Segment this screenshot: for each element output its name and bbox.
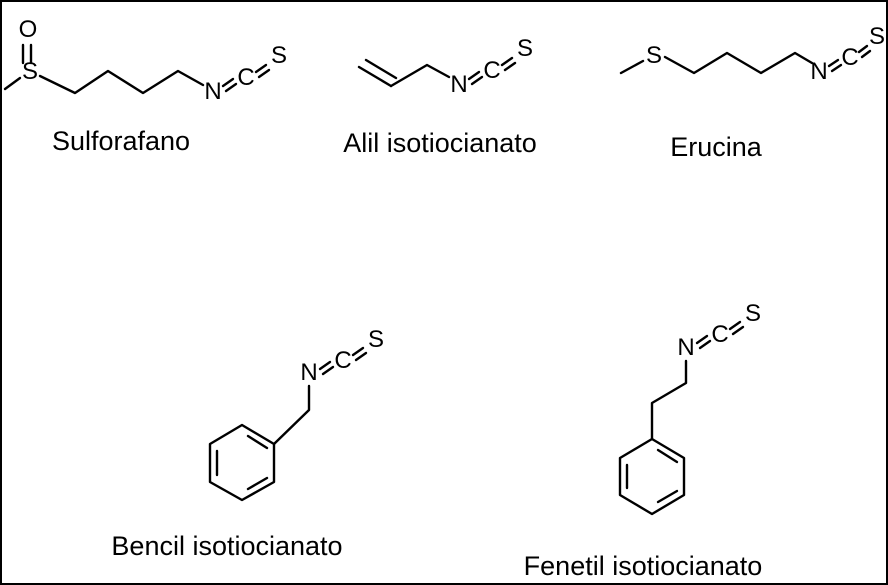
- bond-nc-1: [221, 77, 235, 88]
- bond-cs-2: [503, 61, 517, 72]
- bond-nc-1: [318, 360, 332, 371]
- bond-chain: [38, 69, 205, 95]
- atom-sulfur: S: [646, 42, 662, 69]
- bond-allyl-chain: [389, 63, 451, 88]
- bond-cs-1: [500, 56, 514, 67]
- atom-thio-sulfur: S: [517, 35, 533, 62]
- structure-sulforafano: O S N C S: [3, 16, 287, 105]
- atom-nitrogen: N: [204, 78, 221, 105]
- bond-chain: [663, 51, 814, 75]
- atom-oxygen: O: [19, 16, 38, 43]
- atom-thio-sulfur: S: [869, 23, 885, 50]
- bond-nc-1: [695, 334, 709, 345]
- bond-cs-1: [351, 346, 365, 357]
- bond-cs-1: [728, 320, 742, 331]
- bond-cs-2: [257, 68, 271, 79]
- bond-vinyl-1: [357, 65, 393, 88]
- atom-nitrogen: N: [810, 58, 827, 85]
- bond-cs-2: [860, 49, 872, 59]
- bond-cs-1: [857, 44, 869, 54]
- structure-alil-isotiocianato: N C S: [357, 35, 533, 98]
- atom-nitrogen: N: [300, 359, 317, 386]
- atom-sulfur: S: [22, 58, 38, 85]
- benzene-ring: [208, 423, 276, 502]
- bond-vinyl-2: [364, 58, 398, 80]
- atom-thio-sulfur: S: [368, 326, 384, 353]
- label-alil-isotiocianato: Alil isotiocianato: [343, 128, 537, 158]
- atom-nitrogen: N: [450, 71, 467, 98]
- bond-nc-1: [827, 58, 840, 68]
- atom-thio-sulfur: S: [271, 42, 287, 69]
- structure-bencil-isotiocianato: N C S: [208, 326, 384, 502]
- label-sulforafano: Sulforafano: [52, 126, 190, 156]
- bond-cs-2: [354, 351, 368, 362]
- bond-nc-2: [470, 75, 484, 86]
- bond-nc-2: [830, 63, 843, 73]
- atom-carbon: C: [483, 57, 500, 84]
- atom-carbon: C: [711, 321, 728, 348]
- label-fenetil-isotiocianato: Fenetil isotiocianato: [524, 551, 763, 581]
- bond-nc-2: [698, 339, 712, 350]
- atom-thio-sulfur: S: [745, 300, 761, 327]
- structure-fenetil-isotiocianato: N C S: [618, 300, 761, 516]
- atom-carbon: C: [237, 64, 254, 91]
- bond-nc-2: [224, 82, 238, 93]
- benzene-ring: [618, 437, 686, 516]
- bond-ethyl-chain: [650, 359, 688, 441]
- bond-methyl: [619, 59, 645, 75]
- bond-nc-1: [467, 70, 481, 81]
- bond-cs-2: [731, 325, 745, 336]
- ring-double-1: [656, 448, 679, 464]
- label-bencil-isotiocianato: Bencil isotiocianato: [111, 531, 342, 561]
- bond-methyl: [3, 76, 22, 91]
- atom-carbon: C: [334, 347, 351, 374]
- structure-erucina: S N C S: [619, 23, 885, 85]
- atom-carbon: C: [841, 44, 858, 71]
- label-erucina: Erucina: [670, 132, 763, 162]
- bond-nc-2: [321, 365, 335, 376]
- bond-benzyl-chain: [272, 384, 311, 446]
- ring-double-2: [656, 489, 679, 504]
- bond-cs-1: [254, 63, 268, 74]
- ring-double-2: [246, 476, 269, 491]
- ring-double-1: [246, 434, 269, 450]
- atom-nitrogen: N: [677, 334, 694, 361]
